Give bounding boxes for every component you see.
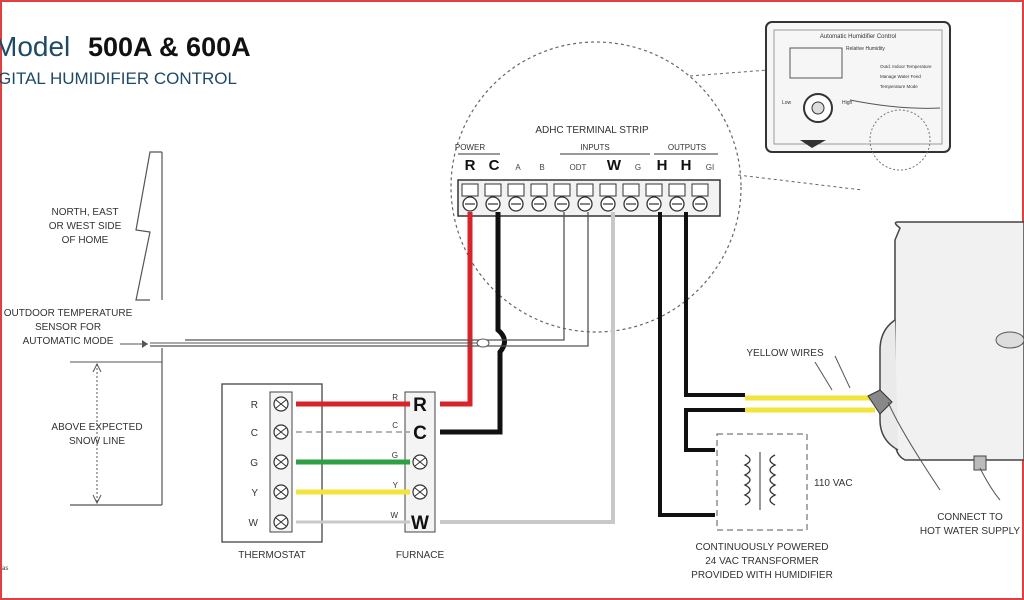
sensor-l2: SENSOR FOR [35,322,101,333]
furnace-small-label: Y [393,481,399,490]
panel-line1: Relative Humidity [846,46,885,52]
terminal-label: H [681,157,692,174]
snow-l2: SNOW LINE [69,436,125,447]
terminal-tab [461,183,479,197]
power-label: POWER [455,143,485,152]
terminal-strip-title: ADHC TERMINAL STRIP [535,125,649,136]
thermostat-terminal-label: G [250,458,258,469]
outputs-label: OUTPUTS [668,143,706,152]
terminal-label: A [515,163,521,172]
terminal-label: W [607,157,622,174]
furnace-small-label: W [390,511,398,520]
zoom-leader-top [689,69,769,77]
panel-opt1: Outd. Indoor Temperature [880,64,932,69]
thermostat-terminal-label: Y [251,488,258,499]
wire-black-c [440,212,507,435]
humidifier [867,221,1024,471]
terminal-label: H [657,157,668,174]
inputs-label: INPUTS [580,143,609,152]
furnace-terminal-label: R [413,395,427,416]
terminal-tab [507,183,525,197]
wire-odt-b [150,212,589,347]
home-side-l1: NORTH, EAST [51,207,118,218]
terminal-label: B [539,163,544,172]
terminal-label: C [489,157,500,174]
zoom-circle [450,41,742,333]
thermostat-label: THERMOSTAT [238,550,305,561]
terminal-label: R [465,157,476,174]
transformer-coil-right [769,454,777,506]
sensor-probe [476,338,490,348]
wire-black-transformer [684,408,745,452]
terminal-tab [691,183,709,197]
wire-black-h1 [658,212,715,517]
control-panel: Automatic Humidifier Control Relative Hu… [765,21,951,171]
wire-grey-w [440,212,615,524]
zoom-leader-bottom [737,174,863,191]
hot-water-l1: CONNECT TO [937,512,1003,523]
furnace-small-label: R [392,393,398,402]
transformer-box [716,433,808,531]
home-side-l2: OR WEST SIDE [49,221,122,232]
terminal-tab [668,183,686,197]
sensor-l1: OUTDOOR TEMPERATURE [4,308,133,319]
vac-label: 110 VAC [814,478,853,489]
terminal-label: GI [706,163,714,172]
terminal-tab [622,183,640,197]
panel-title: Automatic Humidifier Control [820,34,896,40]
terminal-tab [530,183,548,197]
wire-red-strip [440,212,473,407]
home-side-l3: OF HOME [62,235,109,246]
transformer-l3: PROVIDED WITH HUMIDIFIER [691,570,833,581]
brand-logo [995,331,1024,349]
furnace-terminal-label: C [413,423,427,444]
thermostat-terminals: R C G Y W [249,396,289,530]
transformer-l1: CONTINUOUSLY POWERED [696,542,829,553]
panel-low: Low [782,100,792,106]
home-wall [70,151,163,506]
header-model-numbers: 500A & 600A [88,32,251,62]
furnace-small-label: C [392,421,398,430]
header-subtitle: GITAL HUMIDIFIER CONTROL [0,69,237,88]
hot-water-l2: HOT WATER SUPPLY [920,526,1021,537]
thermostat-terminal-label: W [249,518,259,529]
terminal-tab [599,183,617,197]
panel-opt2: Manage Water Feed [880,74,921,79]
thermostat-terminal-label: C [251,428,258,439]
transformer-coil-left [743,454,751,506]
transformer-l2: 24 VAC TRANSFORMER [705,556,819,567]
furnace-small-label: G [392,451,398,460]
terminal-label: G [635,163,641,172]
solenoid-valve [867,389,893,415]
yellow-wires-label: YELLOW WIRES [746,348,824,359]
snow-l1: ABOVE EXPECTED [51,422,142,433]
terminal-screws [461,183,709,212]
wire-odt-c [185,300,565,341]
header-model-word: Model [0,31,70,62]
panel-opt3: Temperature Mode [880,84,918,89]
terminal-tab [553,183,571,197]
furnace-terminal-label: W [411,513,429,534]
terminal-tab [484,183,502,197]
terminal-label: ODT [570,163,587,172]
terminal-tab [645,183,663,197]
panel-high: High [842,100,853,106]
wire-black-h2 [684,212,745,397]
footnote: as [2,566,8,572]
furnace-label: FURNACE [396,550,445,561]
terminal-tab [576,183,594,197]
sensor-l3: AUTOMATIC MODE [23,336,114,347]
thermostat-terminal-label: R [251,400,258,411]
